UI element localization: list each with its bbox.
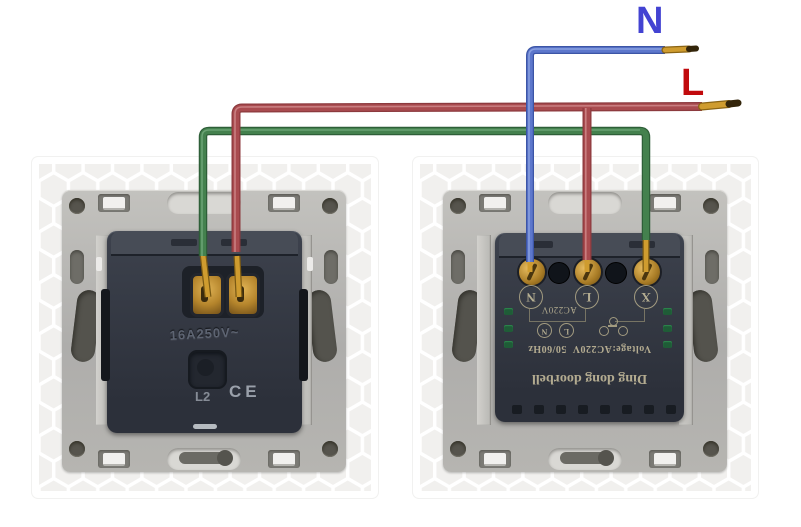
module-side-tab: [307, 257, 313, 271]
screw-hole: [322, 441, 338, 457]
led-indicator: [663, 341, 672, 348]
screw-hole: [703, 198, 719, 214]
module-side-clip: [101, 289, 110, 381]
small-terminal-n: N: [537, 323, 552, 338]
schematic-trace: [529, 321, 586, 322]
push-button-symbol: [599, 326, 609, 336]
ridge-slot: [171, 239, 197, 246]
button-inner: [197, 359, 214, 376]
screw-hole: [69, 441, 85, 457]
doorbell-wall-plate: N L X AC220V N L Voltage:AC220V 50/60Hz …: [413, 157, 758, 498]
module-hole: [548, 262, 570, 284]
vent-slot: [644, 405, 654, 414]
module-hole: [605, 262, 627, 284]
terminal-slot: [237, 286, 244, 302]
button-recess: [188, 350, 227, 389]
terminal-label-x: X: [634, 285, 658, 309]
terminal-slot: [526, 262, 538, 282]
vent-slot: [556, 405, 566, 414]
screw-hole: [322, 198, 338, 214]
clip-tab: [479, 450, 511, 468]
screw-hole: [703, 441, 719, 457]
screw-hole: [69, 198, 85, 214]
clip-tab: [268, 450, 300, 468]
button-wall-plate: 16A250V~ L2 CE: [32, 157, 378, 498]
push-button-bar: [608, 325, 617, 327]
led-indicator: [663, 325, 672, 332]
ridge-slot: [629, 241, 655, 248]
frame-hook: [560, 452, 608, 464]
doorbell-terminal-n: [517, 257, 547, 287]
neutral-label: N: [636, 0, 664, 42]
vent-slot: [578, 405, 588, 414]
side-slot: [70, 250, 84, 284]
frame-rail: [477, 235, 491, 425]
module-side-tab: [96, 257, 102, 271]
small-voltage-text: AC220V: [541, 305, 577, 315]
module-side-clip: [299, 289, 308, 381]
led-indicator: [504, 308, 513, 315]
clip-tab-white: [484, 453, 506, 466]
frame-top-cutout: [167, 192, 241, 214]
led-indicator: [504, 325, 513, 332]
frame-bottom-cutout: [167, 448, 241, 470]
terminal-slot: [641, 262, 653, 282]
schematic-trace: [644, 308, 645, 321]
clip-tab-white: [273, 453, 295, 466]
doorbell-terminal-l: [573, 257, 603, 287]
button-terminal-1: [190, 273, 224, 317]
clip-tab: [268, 194, 300, 212]
terminal-slot: [201, 286, 208, 302]
ce-mark: CE: [229, 382, 261, 401]
button-module: 16A250V~ L2 CE: [96, 231, 313, 433]
voltage-line: Voltage:AC220V 50/60Hz: [527, 343, 652, 354]
vent-slot: [600, 405, 610, 414]
side-slot: [705, 250, 719, 284]
small-terminal-l: L: [559, 323, 574, 338]
ridge-slot: [527, 241, 553, 248]
clip-tab-white: [103, 197, 125, 210]
product-name: Ding dong doorbell: [531, 371, 648, 386]
clip-tab: [98, 194, 130, 212]
frame-hook-end: [598, 450, 614, 466]
frame-top-cutout: [548, 192, 622, 214]
ridge-slot: [221, 239, 247, 246]
schematic-trace: [529, 308, 530, 321]
frame-hook: [179, 452, 227, 464]
clip-tab: [649, 194, 681, 212]
side-slot: [451, 250, 465, 284]
vent-slot: [622, 405, 632, 414]
clip-tab-white: [273, 197, 295, 210]
module-code: L2: [195, 389, 211, 404]
push-button-symbol: [618, 326, 628, 336]
button-terminal-2: [226, 273, 260, 317]
schematic-trace: [615, 321, 645, 322]
vent-slot: [666, 405, 676, 414]
led-indicator: [663, 308, 672, 315]
led-indicator: [504, 341, 513, 348]
module-top-ridge: [111, 231, 298, 256]
terminal-slot: [582, 262, 594, 282]
vent-slot: [512, 405, 522, 414]
schematic-trace: [585, 308, 586, 321]
clip-tab: [649, 450, 681, 468]
clip-tab-white: [654, 197, 676, 210]
clip-tab: [98, 450, 130, 468]
rating-text: 16A250V~: [169, 324, 240, 343]
clip-tab-white: [103, 453, 125, 466]
clip-tab-white: [484, 197, 506, 210]
screw-hole: [450, 441, 466, 457]
module-top-ridge: [499, 233, 680, 258]
frame-bottom-cutout: [548, 448, 622, 470]
doorbell-module: N L X AC220V N L Voltage:AC220V 50/60Hz …: [495, 233, 684, 422]
doorbell-terminal-x: [632, 257, 662, 287]
screw-hole: [450, 198, 466, 214]
vent-slot: [534, 405, 544, 414]
frame-hook-end: [217, 450, 233, 466]
bottom-highlight: [193, 424, 217, 429]
clip-tab: [479, 194, 511, 212]
live-label: L: [681, 62, 705, 104]
side-slot: [324, 250, 338, 284]
clip-tab-white: [654, 453, 676, 466]
